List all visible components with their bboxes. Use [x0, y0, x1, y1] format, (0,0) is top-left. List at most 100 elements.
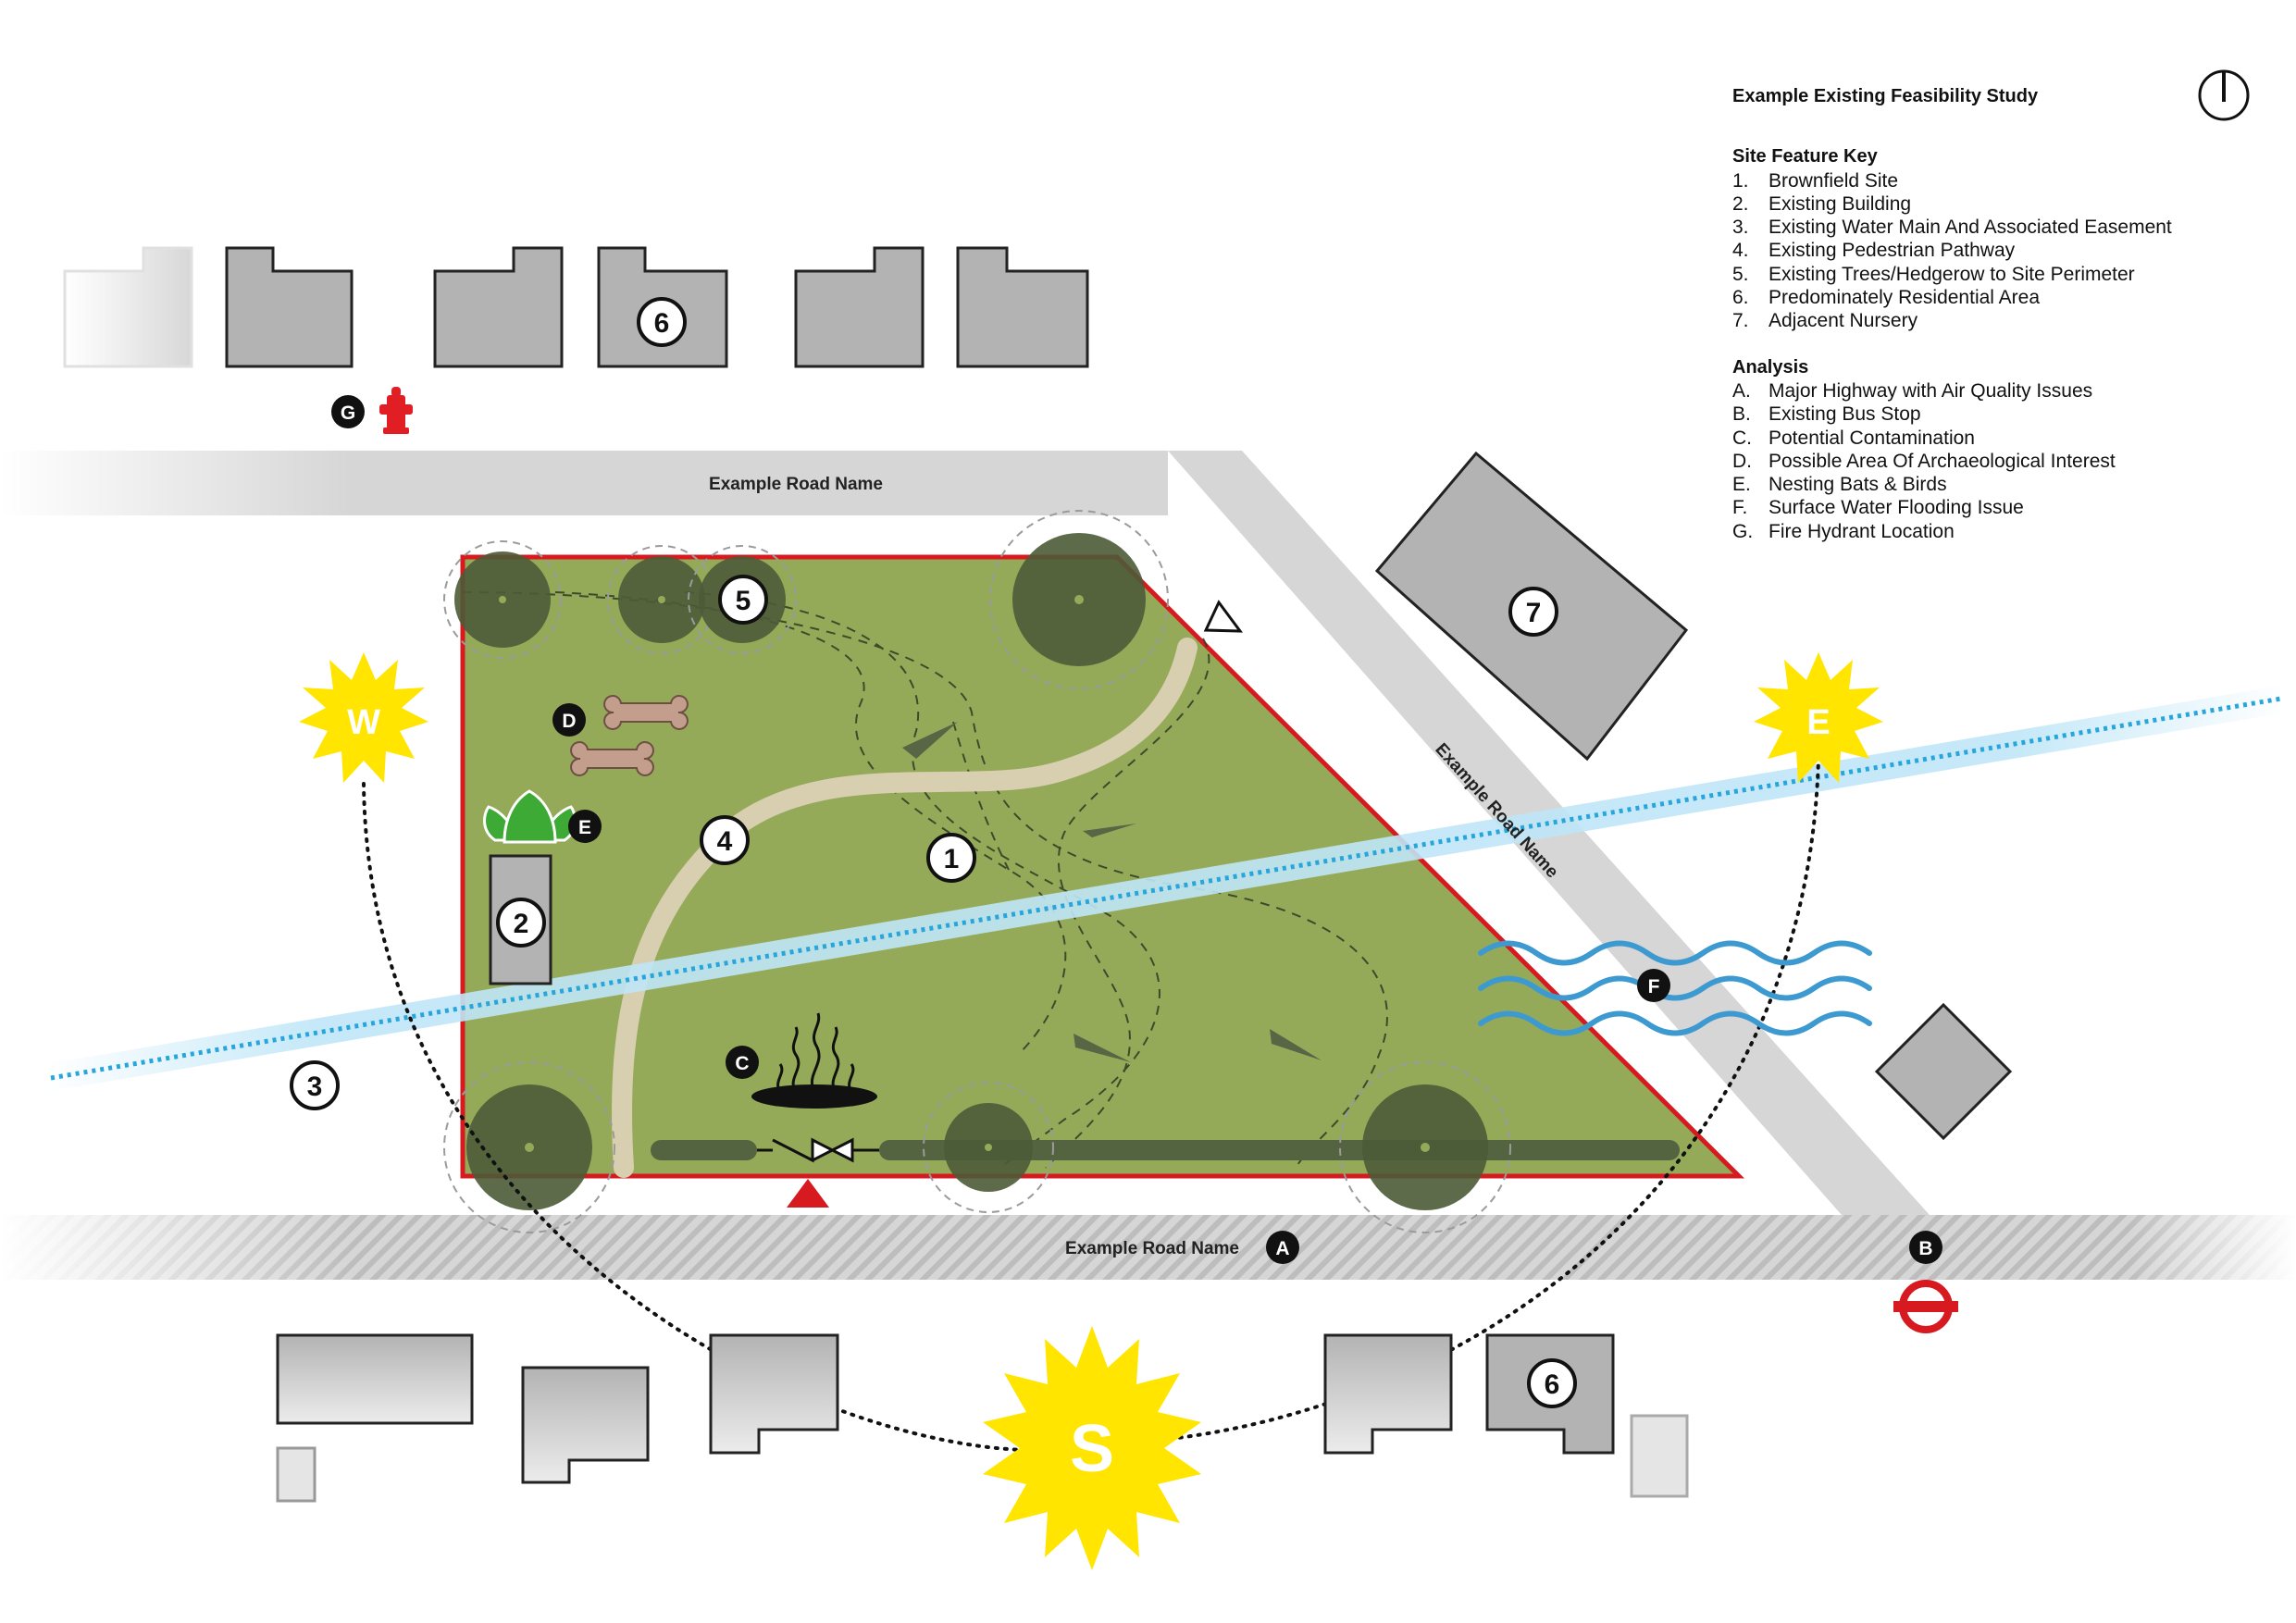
svg-text:W: W [347, 703, 380, 742]
marker-d[interactable]: D [552, 703, 586, 737]
marker-6-south[interactable]: 6 [1527, 1358, 1577, 1408]
building [276, 1446, 316, 1503]
access-triangle-icon [787, 1179, 829, 1208]
analysis-key: Analysis A.Major Highway with Air Qualit… [1732, 356, 2214, 543]
slope-arrow [1083, 824, 1136, 837]
north-road-label: Example Road Name [709, 475, 883, 494]
analysis-label: Major Highway with Air Quality Issues [1769, 379, 2093, 402]
marker-b[interactable]: B [1909, 1231, 1942, 1264]
analysis-label: Surface Water Flooding Issue [1769, 497, 2024, 519]
svg-text:D: D [562, 711, 576, 732]
building [63, 246, 193, 368]
marker-4[interactable]: 4 [700, 815, 750, 865]
road-fade-right [2128, 1203, 2296, 1295]
key-label: Predominately Residential Area [1769, 287, 2040, 309]
tree [443, 540, 562, 659]
tree [989, 510, 1169, 689]
analysis-code: E. [1732, 474, 1751, 496]
analysis-code: B. [1732, 403, 1751, 426]
water-main-easement [46, 685, 2286, 1092]
marker-1[interactable]: 1 [926, 833, 976, 883]
slope-arrow [1270, 1029, 1322, 1060]
building [1874, 1002, 2013, 1141]
site-feature-key: Site Feature Key 1.Brownfield Site 2.Exi… [1732, 145, 2214, 332]
building [225, 246, 354, 368]
analysis-code: C. [1732, 427, 1752, 449]
svg-text:2: 2 [514, 909, 529, 939]
analysis-heading: Analysis [1732, 356, 1809, 378]
building [956, 246, 1089, 368]
key-item: 2.Existing Building [1732, 192, 2214, 216]
analysis-item: D. Possible Area Of Archaeological Intere… [1732, 450, 2214, 473]
marker-a[interactable]: A [1266, 1231, 1299, 1264]
key-label: Brownfield Site [1769, 169, 1899, 192]
analysis-code: F. [1732, 497, 1748, 519]
marker-3[interactable]: 3 [290, 1060, 340, 1110]
marker-2[interactable]: 2 [496, 898, 546, 948]
key-item: 4.Existing Pedestrian Pathway [1732, 239, 2214, 262]
study-title: Example Existing Feasibility Study [1732, 86, 2039, 106]
marker-c[interactable]: C [726, 1046, 759, 1079]
trees [443, 510, 1511, 1233]
analysis-item: F. Surface Water Flooding Issue [1732, 496, 2214, 519]
key-code: 5. [1732, 263, 1749, 285]
site-feature-key-heading: Site Feature Key [1732, 146, 1878, 167]
sun-east: E [1754, 652, 1883, 783]
hedge-segment [651, 1140, 757, 1160]
key-item: 1.Brownfield Site [1732, 169, 2214, 192]
slope-arrow [902, 722, 958, 759]
key-code: 4. [1732, 240, 1749, 262]
fire-hydrant-icon [379, 387, 413, 434]
building [521, 1366, 650, 1484]
valve-icon [757, 1137, 879, 1163]
key-item: 5.Existing Trees/Hedgerow to Site Perime… [1732, 263, 2214, 286]
marker-g[interactable]: G [331, 395, 365, 428]
steam-pit-icon [751, 1012, 877, 1109]
analysis-markers: A B C D E F G [331, 395, 1942, 1264]
svg-text:S: S [1070, 1412, 1114, 1486]
svg-text:E: E [1806, 703, 1830, 742]
analysis-label: Potential Contamination [1769, 427, 1975, 449]
marker-f[interactable]: F [1637, 969, 1670, 1002]
analysis-label: Possible Area Of Archaeological Interest [1769, 450, 2116, 472]
marker-7[interactable]: 7 [1508, 587, 1558, 637]
building [276, 1333, 474, 1425]
water-main-line [50, 696, 2282, 1081]
residential-buildings-north [63, 246, 1089, 368]
analysis-item: E.Nesting Bats & Birds [1732, 473, 2214, 496]
analysis-code: D. [1732, 450, 1752, 472]
slope-arrows [902, 722, 1322, 1062]
legend: Example Existing Feasibility Study Site … [1732, 85, 2214, 566]
analysis-label: Fire Hydrant Location [1769, 520, 1955, 542]
bone-icon [570, 695, 689, 776]
svg-text:6: 6 [1545, 1369, 1560, 1400]
svg-text:A: A [1275, 1238, 1289, 1259]
brownfield-site [460, 554, 1745, 1179]
key-code: 7. [1732, 310, 1749, 332]
key-label: Adjacent Nursery [1769, 310, 1918, 332]
marker-e[interactable]: E [568, 810, 602, 843]
svg-text:B: B [1918, 1238, 1932, 1259]
key-item: 3.Existing Water Main And Associated Eas… [1732, 216, 2214, 239]
svg-text:C: C [735, 1053, 749, 1074]
tree [1339, 1061, 1511, 1233]
svg-text:7: 7 [1526, 598, 1542, 628]
water-waves-icon [1478, 940, 1872, 1036]
sun-west: W [299, 652, 428, 783]
contour-lines [462, 591, 1388, 1169]
residential-buildings-south [276, 1333, 1689, 1503]
key-code: 6. [1732, 287, 1749, 309]
feature-markers: 1 2 3 4 5 6 6 7 [290, 297, 1577, 1408]
svg-text:3: 3 [307, 1072, 323, 1102]
key-label: Existing Building [1769, 192, 1912, 215]
svg-text:F: F [1648, 976, 1660, 997]
marker-5[interactable]: 5 [718, 575, 768, 625]
bus-stop-roundel-icon [1893, 1280, 1958, 1333]
north-arrow-icon [2198, 69, 2250, 121]
marker-6-north[interactable]: 6 [637, 297, 687, 347]
south-road-label: Example Road Name [1065, 1239, 1239, 1258]
building [1630, 1414, 1689, 1498]
tree [923, 1082, 1054, 1213]
key-item: 6. Predominately Residential Area [1732, 286, 2214, 309]
svg-text:G: G [341, 403, 355, 424]
